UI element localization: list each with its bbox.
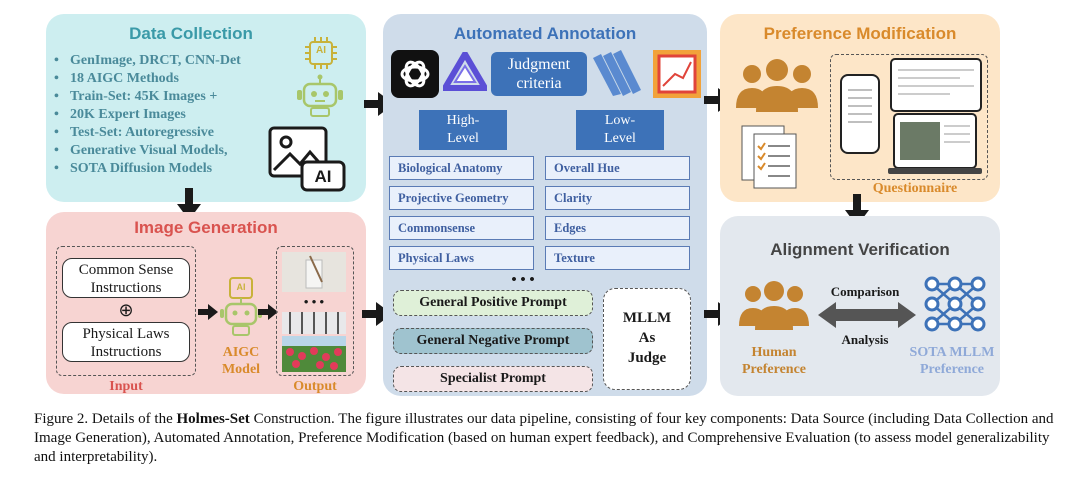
mllm-judge-label: MLLM As Judge <box>622 310 672 366</box>
phone-screenshot-icon <box>840 74 880 154</box>
automated-annotation-panel: Automated Annotation Judgment criteria H… <box>383 14 707 396</box>
criterion-high: Projective Geometry <box>389 186 534 210</box>
input-box <box>56 246 196 376</box>
criterion-low: Clarity <box>545 186 690 210</box>
output-image-tulips <box>282 336 346 372</box>
bullet-item: 18 AIGC Methods <box>54 70 304 88</box>
bullet-text: Generative Visual Models, <box>70 143 228 158</box>
figure-caption: Figure 2. Details of the Holmes-Set Cons… <box>34 410 1054 467</box>
preference-modification-panel: Preference Modification Questionnaire <box>720 14 1000 202</box>
people-group-icon <box>736 59 818 112</box>
human-preference-label: Human Preference <box>742 345 806 377</box>
output-image-glass <box>282 252 346 292</box>
judgment-criteria-label: Judgment criteria <box>507 56 571 92</box>
right-arrow-icon <box>258 304 278 320</box>
output-dots: • • • <box>303 294 325 309</box>
tablet-screenshot-icon <box>890 58 982 112</box>
aigc-model-label: AIGC Model <box>221 345 261 377</box>
criterion-low: Texture <box>545 246 690 270</box>
neural-network-icon <box>924 276 986 332</box>
caption-prefix: Figure 2. Details of the <box>34 411 177 427</box>
specialist-prompt: Specialist Prompt <box>393 366 593 392</box>
bullet-text: 20K Expert Images <box>70 107 186 122</box>
criteria-dots: • • • <box>511 272 535 288</box>
bullet-item: SOTA Diffusion Models <box>54 160 304 178</box>
analysis-label: Analysis <box>841 332 889 347</box>
ai-image-label: AI <box>314 167 332 186</box>
ai-chip-icon <box>305 37 337 69</box>
chart-logo-icon <box>653 50 701 98</box>
qwen-logo-icon <box>443 52 487 91</box>
low-level-badge: Low-Level <box>576 110 664 150</box>
aigc-chip-label: AI <box>236 282 246 292</box>
caption-suffix: Construction. The figure illustrates our… <box>34 411 1054 465</box>
plus-symbol: ⊕ <box>118 300 134 320</box>
sota-mllm-preference-label: SOTA MLLM Preference <box>909 345 995 377</box>
common-sense-instructions: Common Sense Instructions <box>62 258 190 298</box>
aigc-robot-icon <box>220 277 262 336</box>
criterion-high: Physical Laws <box>389 246 534 270</box>
preference-title: Preference Modification <box>763 24 957 43</box>
general-positive-prompt: General Positive Prompt <box>393 290 593 316</box>
image-generation-title: Image Generation <box>134 218 278 237</box>
data-collection-panel: Data Collection GenImage, DRCT, CNN-Det … <box>46 14 366 202</box>
criterion-high: Biological Anatomy <box>389 156 534 180</box>
openai-logo-icon <box>391 50 439 98</box>
laptop-screenshot-icon <box>888 113 982 174</box>
output-label: Output <box>293 379 337 394</box>
data-collection-bullets: GenImage, DRCT, CNN-Det 18 AIGC Methods … <box>54 52 304 178</box>
caption-bold: Holmes-Set <box>176 411 250 427</box>
image-generation-panel: Image Generation Common Sense Instructio… <box>46 212 366 394</box>
checklist-docs-icon <box>741 125 797 189</box>
bullet-item: 20K Expert Images <box>54 106 304 124</box>
ai-chip-label: AI <box>316 45 326 56</box>
bullet-item: GenImage, DRCT, CNN-Det <box>54 52 304 70</box>
alignment-verification-panel: Alignment Verification Human Preference … <box>720 216 1000 396</box>
criterion-low: Edges <box>545 216 690 240</box>
bullet-item: Generative Visual Models, <box>54 142 304 160</box>
questionnaire-label: Questionnaire <box>872 181 958 196</box>
high-level-badge: High-Level <box>419 110 507 150</box>
bullet-text: SOTA Diffusion Models <box>70 161 213 176</box>
bullet-item: Train-Set: 45K Images + <box>54 88 304 106</box>
robot-icon <box>297 74 343 117</box>
bullet-item: Test-Set: Autoregressive <box>54 124 304 142</box>
criterion-high: Commonsense <box>389 216 534 240</box>
annotation-title: Automated Annotation <box>453 24 637 43</box>
input-label: Input <box>109 379 143 394</box>
data-collection-title: Data Collection <box>129 24 253 43</box>
mllm-judge-box <box>603 288 691 390</box>
right-arrow-icon <box>198 304 218 320</box>
human-group-icon <box>739 281 809 330</box>
ai-image-icon <box>268 126 346 192</box>
gemini-stripes-icon <box>593 50 641 96</box>
judgment-criteria-box <box>491 52 587 96</box>
alignment-title: Alignment Verification <box>770 240 950 259</box>
output-box <box>276 246 354 376</box>
double-arrow-icon <box>818 302 916 328</box>
physical-laws-instructions: Physical Laws Instructions <box>62 322 190 362</box>
general-negative-prompt: General Negative Prompt <box>393 328 593 354</box>
comparison-label: Comparison <box>830 284 900 299</box>
output-image-forest <box>282 312 346 334</box>
questionnaire-box <box>830 54 988 180</box>
criterion-low: Overall Hue <box>545 156 690 180</box>
